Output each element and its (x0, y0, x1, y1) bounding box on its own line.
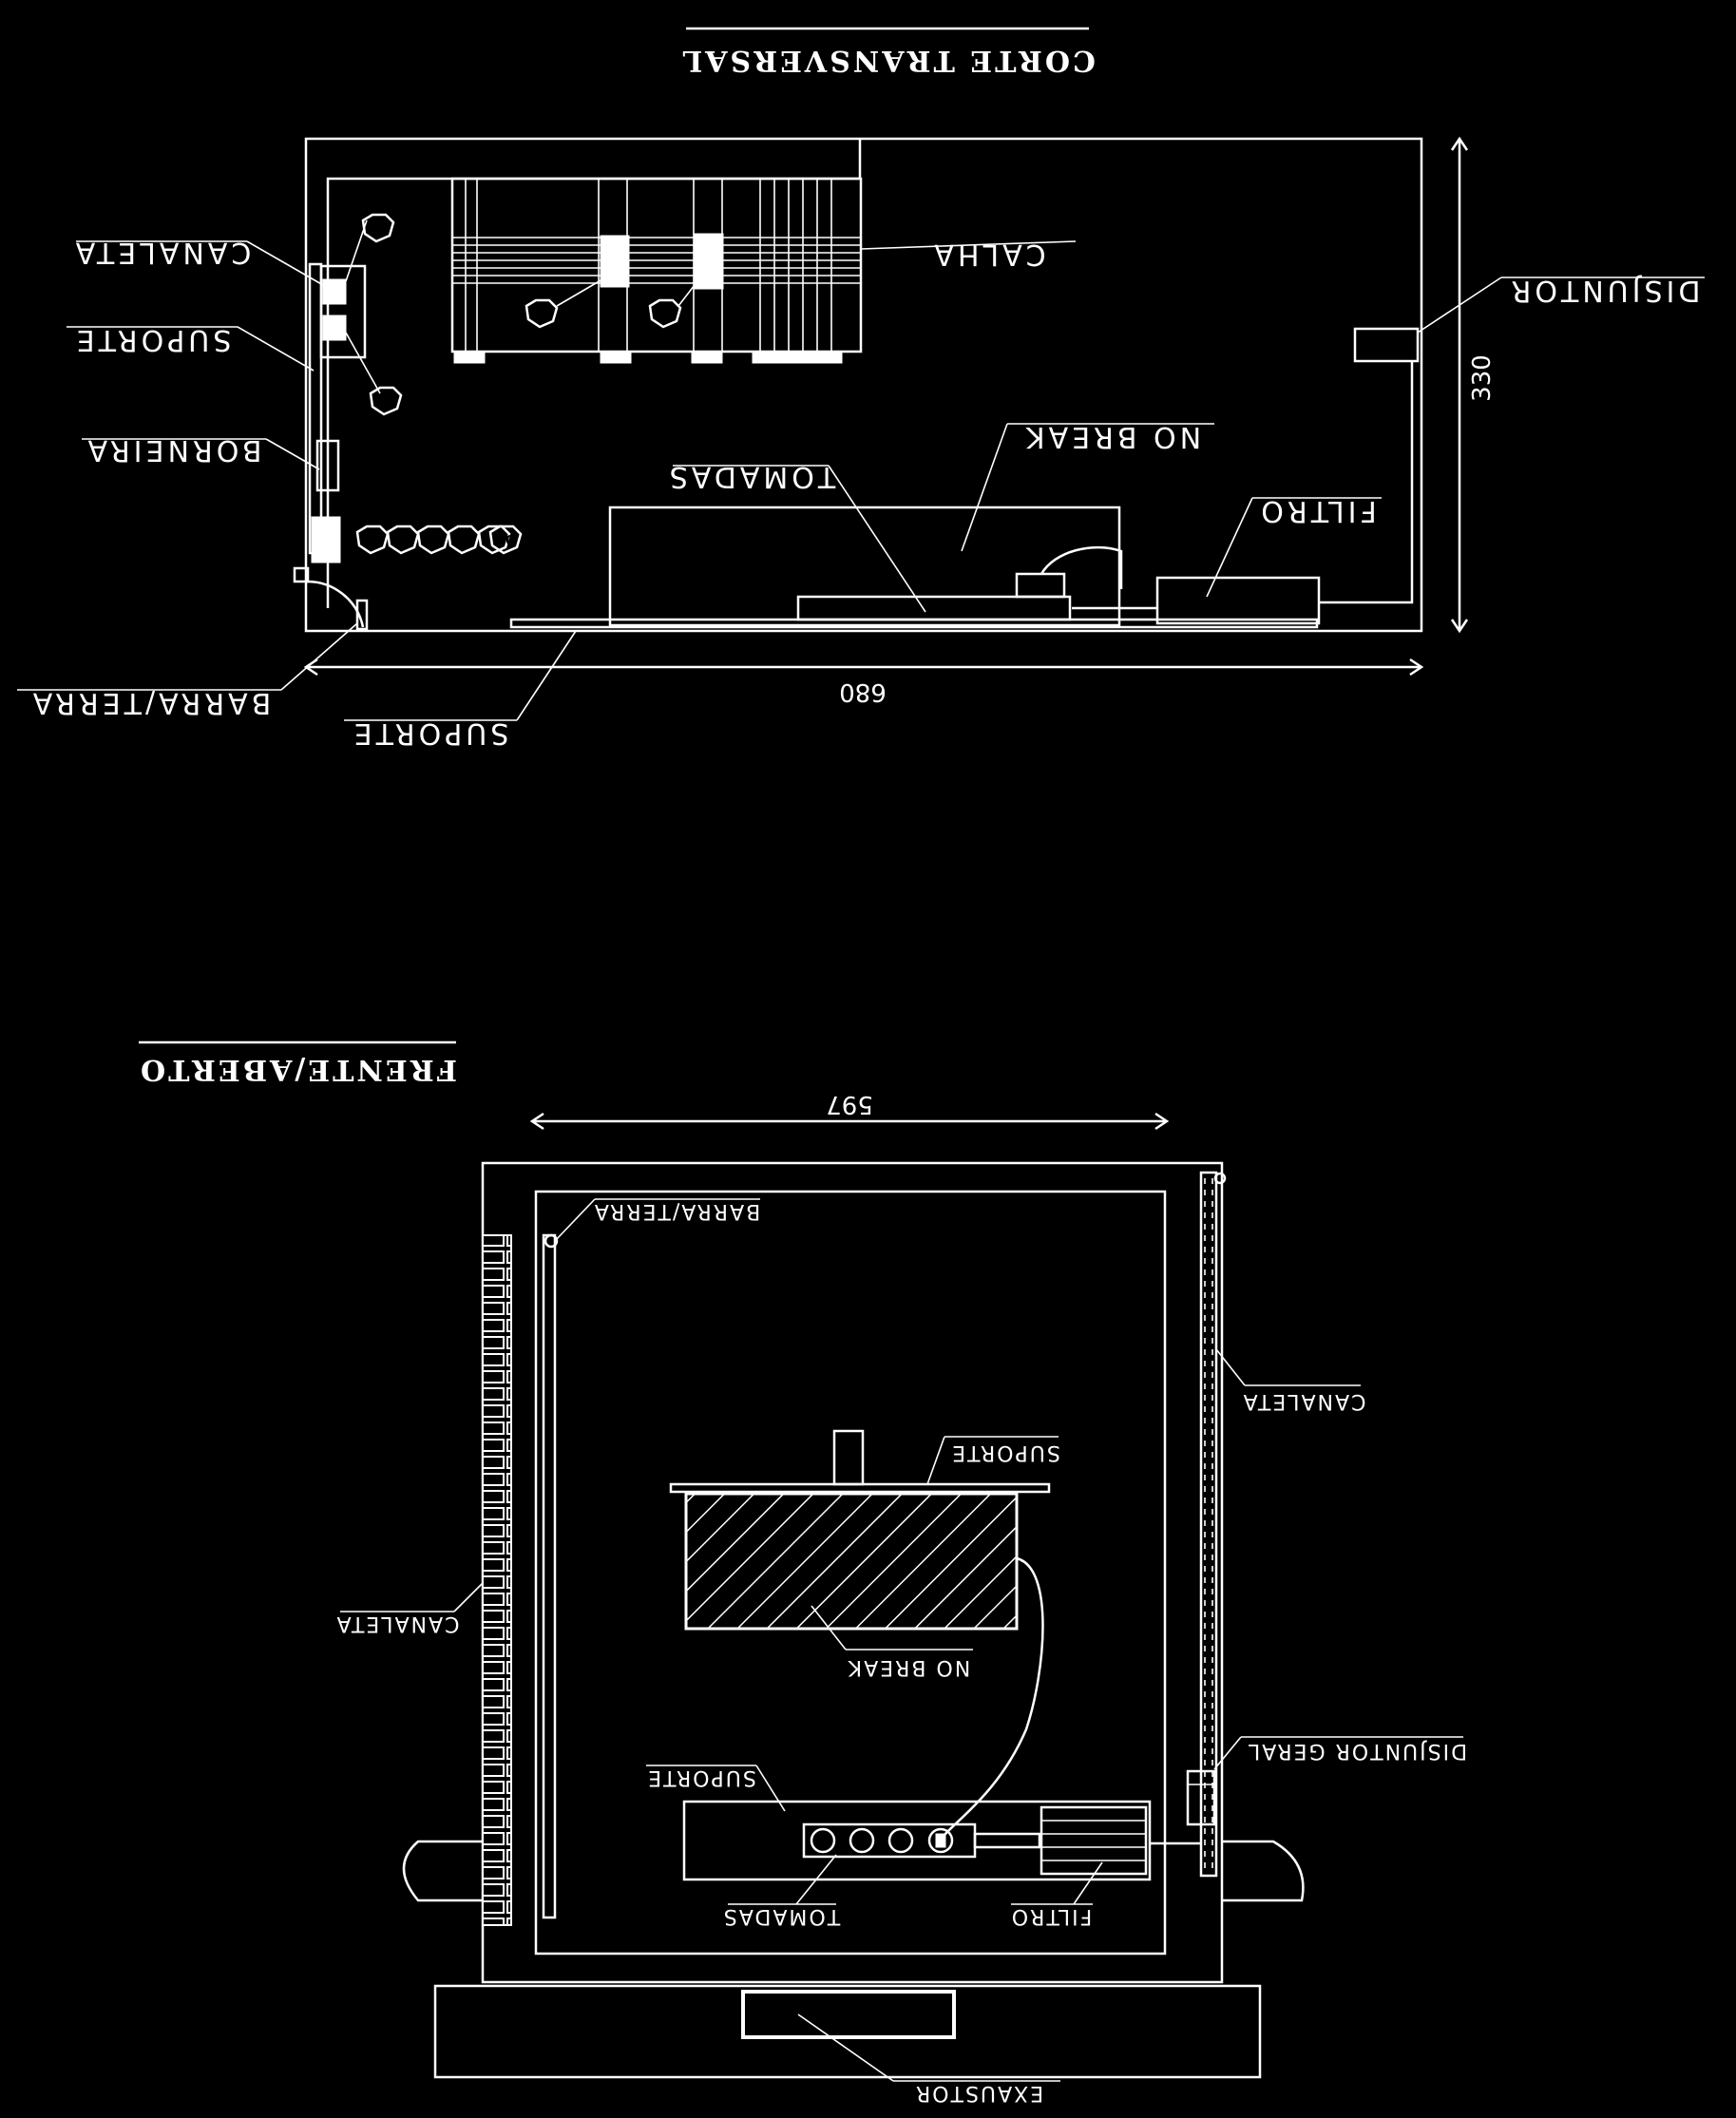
svg-text:04: 04 (424, 531, 443, 546)
svg-text:05: 05 (393, 531, 411, 546)
label-canaleta-right: CANALETA (1242, 1389, 1366, 1413)
svg-text:07: 07 (369, 219, 387, 235)
svg-text:01: 01 (496, 531, 514, 546)
calha-rack (450, 177, 863, 364)
svg-text:03: 03 (454, 531, 472, 546)
handle-right (1222, 1840, 1305, 1902)
label-disjuntor-geral: DISJUNTOR GERAL (1247, 1739, 1467, 1763)
suporte-shelf (669, 1482, 1051, 1494)
exaustor-box (741, 1990, 956, 2039)
disjuntor-box (1353, 327, 1420, 363)
disjuntor-cable (1319, 361, 1414, 604)
title-frente-aberto: FRENTE/ABERTO (138, 1053, 457, 1086)
barra-terra-bar (542, 1233, 557, 1919)
label-tomadas: TOMADAS (722, 1904, 841, 1928)
svg-text:06: 06 (363, 531, 381, 546)
label-disjuntor: DISJUNTOR (1507, 274, 1700, 307)
label-no-break: NO BREAK (1022, 420, 1201, 453)
label-borneira: BORNEIRA (85, 433, 262, 467)
title-corte-transversal: CORTE TRANSVERSAL (679, 44, 1096, 77)
svg-text:08: 08 (376, 392, 394, 408)
tomada-outlet (927, 1827, 954, 1854)
section-frente-aberto: FRENTE/ABERTO 597 (138, 1040, 1467, 2105)
tag-07 (361, 213, 395, 243)
tag-08 (369, 386, 403, 416)
tag-03 (447, 525, 481, 555)
label-suporte-base: SUPORTE (351, 716, 509, 750)
label-barra-terra: BARRA/TERRA (593, 1199, 760, 1223)
tag-02 (477, 525, 511, 555)
canaleta-right (1199, 1171, 1218, 1878)
tag-01 (488, 525, 523, 555)
cabinet-outline (304, 137, 1423, 633)
label-suporte-top: SUPORTE (950, 1441, 1060, 1464)
label-canaleta: CANALETA (72, 236, 252, 269)
canaleta-left (482, 1234, 512, 1926)
borneira-block (311, 516, 341, 563)
svg-text:08: 08 (532, 305, 550, 320)
svg-text:08: 08 (656, 305, 674, 320)
svg-text:02: 02 (485, 531, 503, 546)
tag-06 (355, 525, 390, 555)
label-tomadas: TOMADAS (666, 460, 836, 493)
dim-height-label: 330 (1468, 354, 1497, 402)
label-calha: CALHA (930, 238, 1045, 271)
canaleta-bar (308, 262, 323, 555)
label-filtro: FILTRO (1010, 1904, 1092, 1928)
label-filtro: FILTRO (1257, 494, 1376, 527)
handle-left (402, 1840, 483, 1902)
no-break-hatched (684, 1492, 1019, 1631)
label-no-break: NO BREAK (847, 1655, 971, 1679)
disjuntor-geral-box (1186, 1769, 1216, 1826)
tomada-plug (1015, 572, 1066, 599)
tag-row: 06 05 04 03 02 01 07 08 08 08 (345, 213, 698, 555)
rail-clamp (694, 233, 724, 290)
tag-08 (648, 298, 682, 329)
tomada-outlet (810, 1827, 836, 1854)
filtro-unit (1040, 1805, 1148, 1876)
tomadas-strip (796, 595, 1072, 621)
tag-05 (386, 525, 420, 555)
door-swing (305, 580, 365, 628)
section-corte-transversal: CORTE TRANSVERSAL (17, 27, 1705, 750)
base-suporte (509, 618, 1319, 629)
no-break-cable (939, 1556, 1044, 1841)
label-barra-terra: BARRA/TERRA (29, 686, 271, 719)
tag-04 (416, 525, 450, 555)
tomada-outlet (887, 1827, 914, 1854)
base-plinth (433, 1984, 1262, 2079)
tag-08 (525, 298, 559, 329)
label-suporte: SUPORTE (73, 323, 232, 356)
suporte-lower (682, 1800, 1152, 1881)
label-suporte-mid: SUPORTE (646, 1765, 756, 1789)
power-cable (1040, 545, 1123, 589)
filtro-unit (1155, 576, 1321, 625)
no-break-unit (608, 506, 1121, 627)
tomada-outlet (849, 1827, 875, 1854)
shelf-post (832, 1429, 865, 1486)
dim-width-label: 680 (839, 677, 887, 706)
label-exaustor: EXAUSTOR (914, 2081, 1043, 2105)
cabinet-inner (534, 1190, 1167, 1956)
dim-597-label: 597 (826, 1090, 873, 1118)
label-canaleta-left: CANALETA (335, 1612, 460, 1635)
rack-body (450, 177, 863, 353)
suporte-box (319, 264, 367, 359)
rail-clamp (600, 235, 630, 288)
